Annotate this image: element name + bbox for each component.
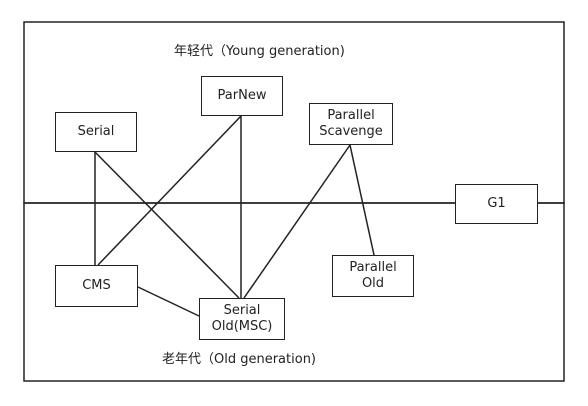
edge-parnew-cms — [97, 115, 242, 266]
g1-node-label: G1 — [487, 196, 506, 211]
old-generation-label: 老年代（Old generation) — [162, 352, 317, 367]
parallel-old-node-label-1: Parallel — [349, 260, 397, 275]
parallel-scavenge-node: Parallel Scavenge — [309, 103, 393, 145]
parnew-node-label: ParNew — [217, 88, 267, 103]
edge-cms-serial-old — [137, 286, 200, 317]
serial-node: Serial — [55, 112, 137, 152]
serial-old-node: Serial Old(MSC) — [199, 298, 285, 340]
parallel-old-node-label-2: Old — [361, 276, 385, 291]
serial-old-node-label-1: Serial — [223, 303, 261, 318]
edge-parallel-scavenge-serial-old — [243, 144, 351, 299]
edge-serial-serial-old — [94, 151, 240, 299]
parnew-node: ParNew — [201, 76, 283, 116]
edge-parallel-scavenge-parallel-old — [349, 144, 375, 256]
g1-node: G1 — [455, 184, 538, 224]
young-generation-label: 年轻代（Young generation) — [174, 44, 345, 59]
parallel-scavenge-node-label-2: Scavenge — [319, 124, 383, 139]
serial-node-label: Serial — [77, 124, 115, 139]
old-generation-region — [23, 202, 565, 382]
serial-old-node-label-2: Old(MSC) — [211, 319, 273, 334]
cms-node-label: CMS — [82, 278, 111, 293]
parallel-scavenge-node-label-1: Parallel — [327, 108, 375, 123]
parallel-old-node: Parallel Old — [332, 255, 414, 297]
cms-node: CMS — [55, 265, 138, 307]
